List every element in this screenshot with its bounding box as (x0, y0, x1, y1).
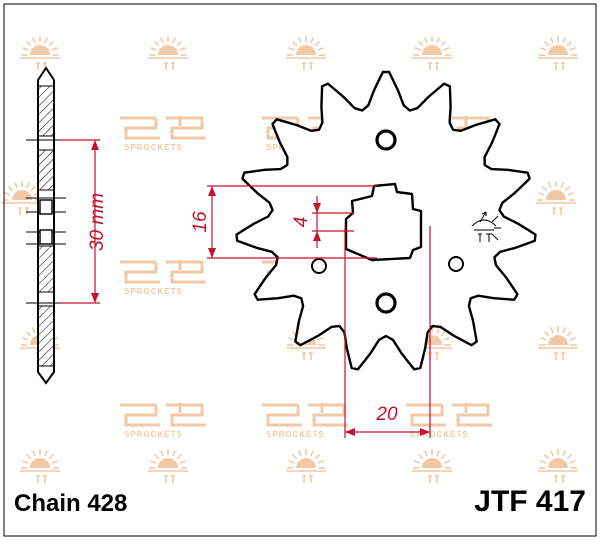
dimension-keyway: 4 (291, 196, 354, 248)
keyway-label: 4 (291, 217, 312, 228)
dimension-bore-width: 20 (344, 226, 431, 438)
sun-watermark-icon (536, 181, 576, 215)
sun-watermark-icon (412, 449, 452, 483)
bore-height-label: 16 (190, 211, 211, 233)
bolt-hole-top (375, 129, 397, 151)
sun-watermark-icon (148, 36, 188, 70)
jt-logo-watermark: SPROCKETS (120, 116, 206, 152)
bore-width-label: 20 (375, 404, 398, 425)
jt-logo-watermark: SPROCKETS (406, 403, 492, 439)
sun-watermark-icon (20, 449, 60, 483)
watermark-brand-text: SPROCKETS (124, 143, 183, 152)
jt-logo-watermark: SPROCKETS (120, 403, 206, 439)
diagram-frame (3, 3, 597, 537)
side-profile-hatch-3 (37, 245, 55, 293)
watermark-brand-text: SPROCKETS (124, 287, 183, 296)
sun-watermark-icon (538, 449, 578, 483)
bolt-hole-bottom (375, 292, 397, 314)
pitch-diameter-label: 30 mm (87, 193, 108, 251)
dimension-pitch-diameter: 30 mm (60, 139, 108, 304)
part-number: JTF 417 (474, 485, 586, 518)
chain-label: Chain 428 (14, 490, 127, 517)
jt-logo-watermark: SPROCKETS (120, 260, 206, 296)
small-hole-left (311, 258, 327, 274)
jt-logo-small-icon (471, 211, 501, 242)
sun-watermark-icon (412, 36, 452, 70)
sun-watermark-icon (20, 36, 60, 70)
small-hole-right (448, 256, 464, 272)
side-profile-hatch-2 (37, 149, 55, 191)
side-profile-slot (39, 229, 53, 245)
sun-watermark-icon (538, 326, 578, 360)
watermark-brand-text: SPROCKETS (124, 430, 183, 439)
sun-watermark-icon (286, 36, 326, 70)
splined-bore (344, 182, 423, 262)
watermark-brand-text: SPROCKETS (410, 430, 469, 439)
side-profile-hatch-1 (37, 85, 55, 137)
sun-watermark-icon (286, 449, 326, 483)
jt-logo-watermark: SPROCKETS (262, 403, 348, 439)
dimension-bore-height: 16 (190, 185, 377, 259)
sprocket-side-profile (26, 66, 66, 385)
sun-watermark-icon (538, 36, 578, 70)
side-profile-outline (37, 66, 55, 385)
side-profile-hatch-4 (37, 305, 55, 367)
sun-watermark-icon (148, 449, 188, 483)
watermark-brand-text: SPROCKETS (266, 430, 325, 439)
side-profile-slot (39, 199, 53, 215)
